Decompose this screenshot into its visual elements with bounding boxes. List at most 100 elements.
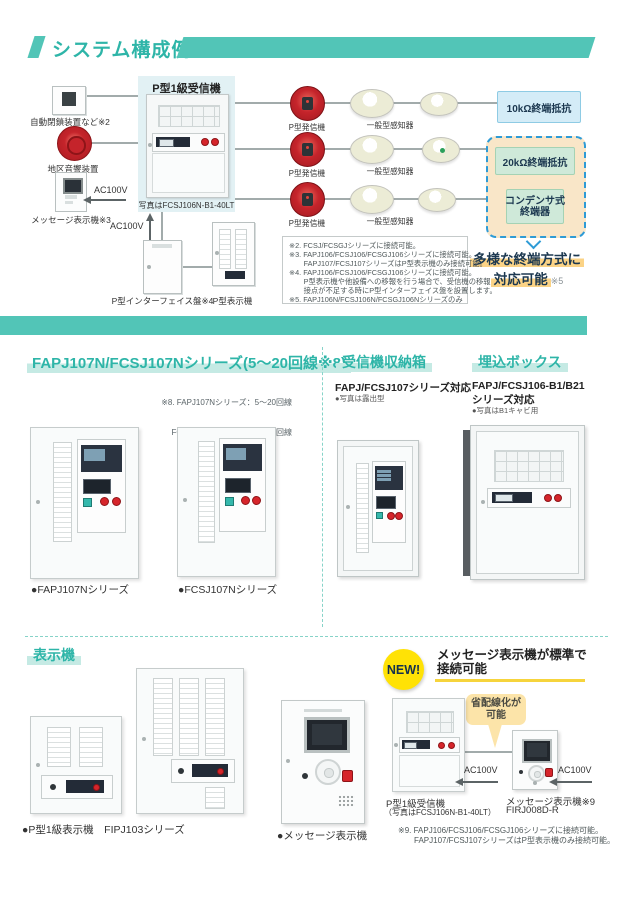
display-header: [80, 444, 123, 473]
new-display-label: メッセージ表示機※9: [506, 797, 596, 808]
new-note-line2: FAPJ107/FCSJ107シリーズはP型表示機のみ接続可能。: [398, 836, 615, 845]
embedded-section-title: 埋込ボックス: [472, 352, 568, 372]
keyhole: [50, 784, 56, 790]
readout-window: [82, 478, 111, 494]
storage-section-title: 受信機収納箱: [336, 352, 432, 372]
teal-button: [224, 496, 234, 506]
screw: [36, 763, 40, 767]
series-section-title: FAPJ107N/FCSJ107Nシリーズ(5～20回線※8): [27, 352, 351, 373]
product-label-fcsj107n: ●FCSJ107Nシリーズ: [178, 584, 278, 596]
new-headline-line2: 接続可能: [437, 662, 488, 676]
arrow-left-icon: [83, 196, 126, 204]
display-section-title: 表示機: [27, 645, 81, 665]
door-panel: [399, 755, 460, 787]
detector-label: 一般型感知器: [366, 167, 414, 176]
display-module: [492, 492, 532, 503]
detector-label: 一般型感知器: [366, 121, 414, 130]
auto-close-label: 自動閉鎖装置など※2: [30, 117, 110, 127]
callout-line2: 対応可能: [490, 272, 551, 287]
arrow-left-icon: [549, 778, 592, 786]
speaker-grille: [338, 795, 355, 807]
screw: [147, 265, 151, 269]
readout-window: [376, 495, 396, 509]
connector-line: [82, 142, 140, 144]
indicator-column: [205, 678, 225, 756]
red-button: [545, 768, 553, 777]
display-unit: [219, 438, 266, 532]
display-header: [374, 466, 404, 490]
storage-cabinet: [337, 440, 419, 577]
detector-device: [420, 92, 458, 116]
operation-strip: [152, 133, 225, 152]
note-line: 接点が不足する時にP型インターフェイス盤を設置します。: [289, 286, 497, 295]
wiring-bubble: 省配線化が 可能: [466, 694, 526, 725]
control-dial: [528, 765, 545, 782]
new-headline-line1: メッセージ表示機が標準で: [437, 648, 587, 662]
detector-label: 一般型感知器: [366, 217, 414, 226]
display-module: [192, 764, 228, 777]
note-line: ※4. FAPJ106/FCSJ106/FCSGJ106シリーズに接続可能。: [289, 268, 477, 277]
keyhole: [302, 773, 308, 779]
transmitter-device: [290, 86, 325, 121]
red-button: [211, 138, 219, 146]
product-label-p1-fipj103: ●P型1級表示機 FIPJ103シリーズ: [22, 824, 185, 836]
display-module: [402, 740, 430, 749]
product-panel-fcsj107n: [177, 427, 276, 577]
red-button: [342, 770, 353, 782]
message-display-label: メッセージ表示機※3: [31, 215, 111, 225]
new-receiver-panel: [392, 698, 465, 792]
p-display-label: P型表示機: [212, 296, 253, 306]
storage-note: ●写真は露出型: [335, 394, 385, 403]
bubble-tail: [488, 724, 502, 748]
note-line: ※2. FCSJ/FCSGJシリーズに接続可能。: [289, 241, 421, 250]
transmitter-device: [290, 132, 325, 167]
receiver-box: P型1級受信機 写真はFCSJ106N-B1-40LT: [138, 76, 235, 212]
screw: [394, 743, 398, 747]
indicator-column: [179, 678, 199, 756]
operation-strip: [487, 488, 571, 508]
red-button: [99, 497, 109, 507]
ac100v-label: AC100V: [464, 765, 498, 775]
screw: [215, 251, 219, 255]
connector-line: [161, 266, 213, 268]
detector-device: [350, 135, 394, 164]
p-display-device: [212, 222, 255, 286]
indicator-column: [79, 727, 103, 767]
screw: [148, 143, 152, 147]
interface-panel-label: P型インターフェイス盤※4: [111, 296, 214, 306]
indicator-column: [47, 727, 71, 767]
device-screen: [522, 739, 552, 763]
terminator-callout: 多様な終端方式に 対応可能※5: [462, 248, 592, 288]
receiver-photo: [146, 94, 229, 198]
readout-window: [495, 494, 514, 503]
device-screen: [62, 177, 84, 195]
keyhole: [178, 768, 184, 774]
red-button: [217, 768, 224, 775]
product-message-display: [281, 700, 365, 824]
operation-strip: [171, 759, 235, 783]
interface-panel-device: [143, 240, 182, 294]
device-screen: [304, 717, 350, 753]
red-button: [111, 497, 121, 507]
note-line: FAPJ107/FCSJ107シリーズはP型表示機のみ接続可能。: [289, 259, 487, 268]
operation-strip: [41, 775, 113, 799]
storage-subtitle: FAPJ/FCSJ107シリーズ対応: [335, 382, 472, 394]
page-title: システム構成例: [52, 40, 192, 61]
message-display-device: [55, 172, 87, 212]
product-label-message-display: ●メッセージ表示機: [277, 830, 368, 842]
embedded-subtitle-line2: シリーズ対応: [472, 394, 535, 406]
terminator-20k: 20kΩ終端抵抗: [495, 147, 575, 175]
ac100v-label: AC100V: [94, 185, 128, 195]
screw: [481, 500, 485, 504]
district-bell-label: 地区音響装置: [47, 164, 99, 174]
connector-line: [84, 95, 140, 97]
display-unit: [77, 439, 126, 533]
red-button: [554, 494, 562, 502]
indicator-column: [219, 229, 231, 269]
operation-strip: [399, 737, 460, 753]
readout-window: [404, 741, 418, 749]
new-display-model: FIRJ008D-R: [506, 805, 559, 816]
auto-close-device: [52, 86, 86, 115]
red-button: [252, 496, 262, 506]
